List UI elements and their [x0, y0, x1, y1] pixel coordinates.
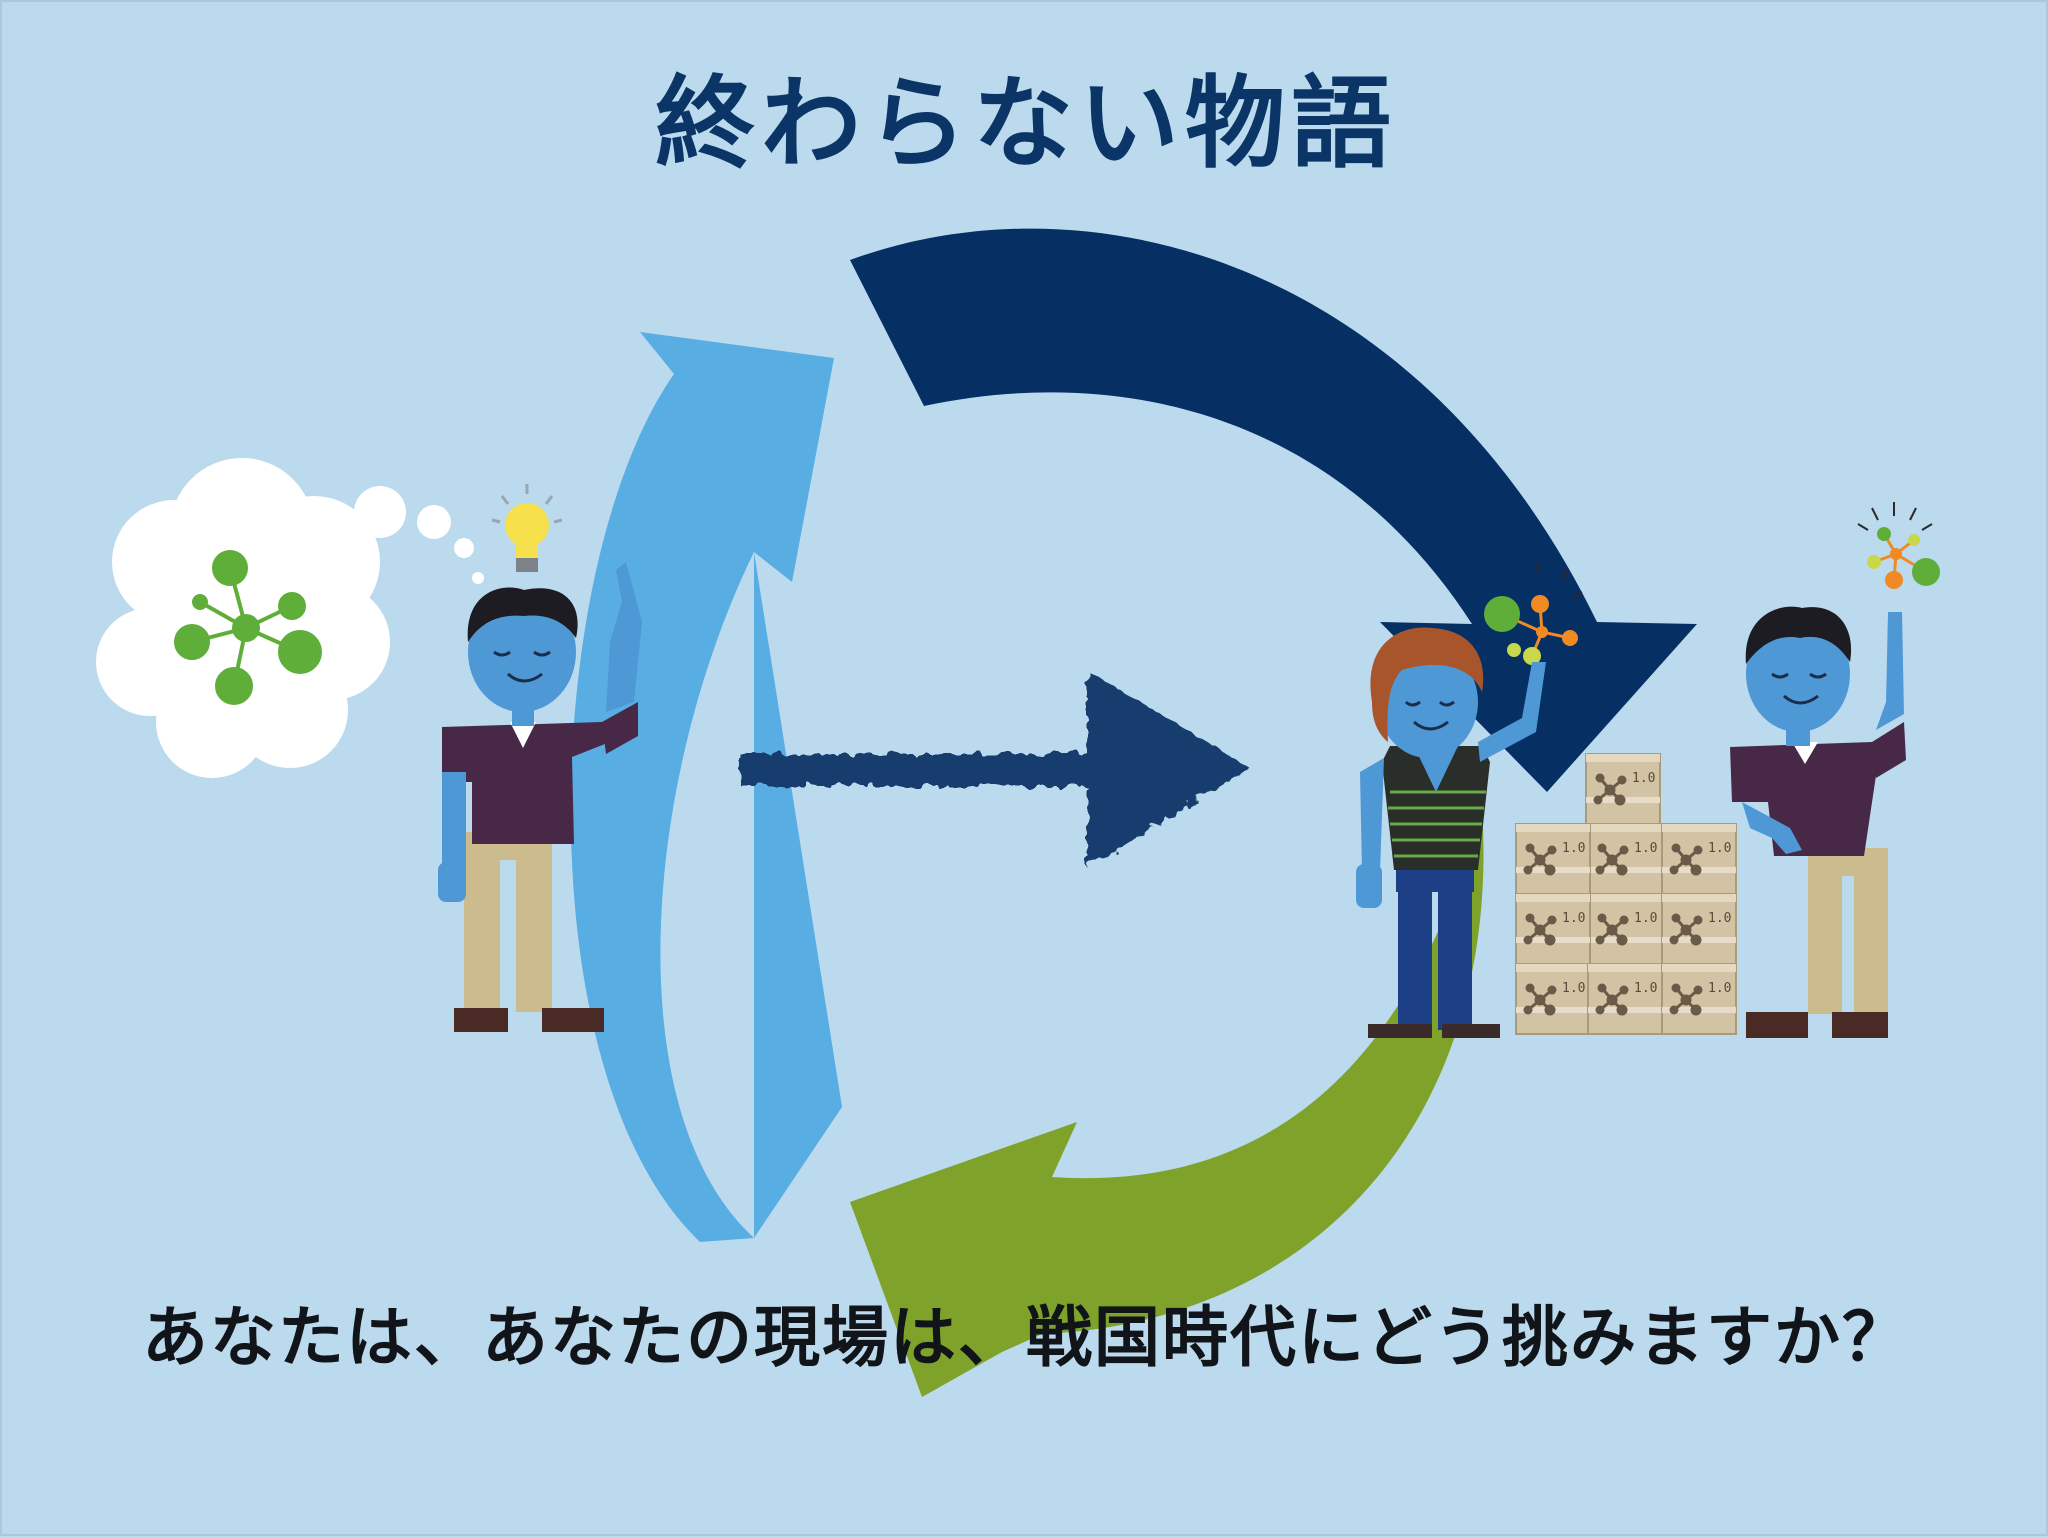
- box-version-label: 1.0: [1562, 911, 1585, 926]
- box-version-label: 1.0: [1562, 981, 1585, 996]
- package-box-icon: [1588, 894, 1662, 964]
- slide-question: あなたは、あなたの現場は、戦国時代にどう挑みますか？: [142, 1299, 1910, 1376]
- box-version-label: 1.0: [1634, 841, 1657, 856]
- package-box-icon: [1586, 754, 1660, 824]
- box-version-label: 1.0: [1634, 911, 1657, 926]
- box-version-label: 1.0: [1708, 981, 1731, 996]
- cycle-arrow-blue: [570, 332, 842, 1242]
- person-woman: [1356, 562, 1583, 1038]
- package-box-icon: [1662, 824, 1736, 894]
- box-version-label: 1.0: [1708, 841, 1731, 856]
- forward-arrow-icon: [740, 670, 1250, 868]
- lightbulb-icon: [491, 484, 563, 572]
- slide-title: 終わらない物語: [655, 65, 1397, 182]
- box-version-label: 1.0: [1634, 981, 1657, 996]
- box-version-label: 1.0: [1562, 841, 1585, 856]
- package-box-stack: 1.0 1.0 1.0 1.0 1.0 1.0 1.0 1.0 1.0 1.0: [1516, 754, 1736, 1034]
- cycle-arrow-green: [850, 808, 1484, 1397]
- package-box-icon: [1516, 824, 1590, 894]
- person-with-idea: [438, 562, 642, 1032]
- molecule-icon: [1484, 595, 1578, 665]
- package-box-icon: [1662, 964, 1736, 1034]
- idea-cloud-icon: [96, 458, 484, 778]
- package-box-icon: [1662, 894, 1736, 964]
- package-box-icon: [1588, 824, 1662, 894]
- box-version-label: 1.0: [1708, 911, 1731, 926]
- cycle-arrow-navy: [850, 228, 1697, 792]
- box-version-label: 1.0: [1632, 771, 1655, 786]
- package-box-icon: [1588, 964, 1662, 1034]
- person-with-molecule: [1730, 502, 1940, 1038]
- molecule-icon: [1867, 527, 1940, 589]
- package-box-icon: [1516, 894, 1590, 964]
- package-box-icon: [1516, 964, 1590, 1034]
- molecule-icon: [174, 550, 322, 705]
